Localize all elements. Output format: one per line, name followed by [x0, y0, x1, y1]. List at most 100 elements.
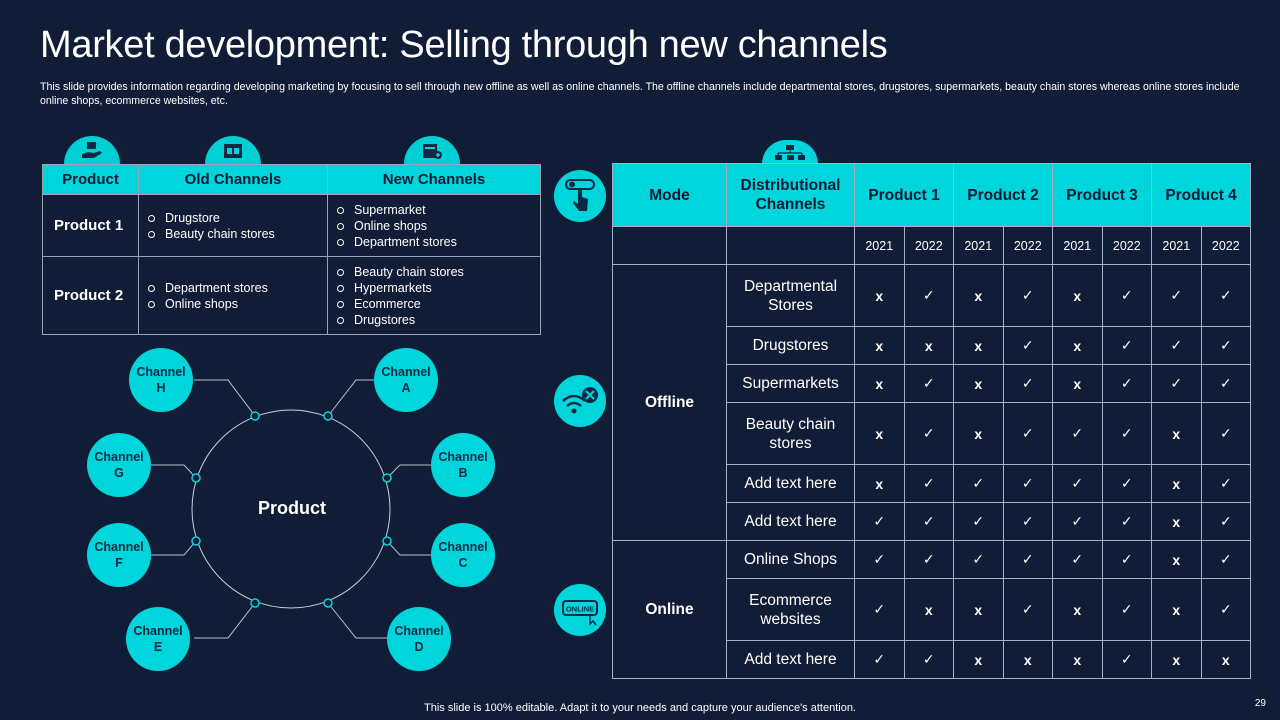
- channel-cell: Online Shops: [726, 540, 855, 579]
- cross-mark: x: [1052, 326, 1103, 365]
- cross-mark: x: [854, 326, 905, 365]
- cross-mark: x: [953, 578, 1004, 641]
- channel-node-b: Channel B: [431, 433, 495, 497]
- header-product-2: Product 2: [953, 163, 1054, 227]
- check-mark: ✓: [1151, 364, 1202, 403]
- check-mark: ✓: [953, 502, 1004, 541]
- check-mark: ✓: [1002, 464, 1054, 503]
- check-mark: ✓: [1101, 326, 1153, 365]
- diagram-center-label: Product: [257, 498, 326, 518]
- product-name: Product 1: [42, 194, 139, 257]
- channel-node-a: Channel A: [374, 348, 438, 412]
- product-name: Product 2: [42, 256, 139, 335]
- check-mark: ✓: [854, 540, 905, 579]
- mode-cell: Offline: [612, 264, 727, 541]
- header-old-channels: Old Channels: [138, 164, 328, 195]
- check-mark: ✓: [1052, 540, 1103, 579]
- check-mark: ✓: [1101, 540, 1153, 579]
- channel-node-g: Channel G: [87, 433, 151, 497]
- footer-note: This slide is 100% editable. Adapt it to…: [424, 702, 856, 714]
- channel-cell: Add text here: [726, 464, 855, 503]
- cross-mark: x: [953, 326, 1004, 365]
- old-channels-cell: Drugstore Beauty chain stores: [138, 194, 328, 257]
- touch-toggle-icon: [554, 170, 606, 222]
- check-mark: ✓: [1101, 578, 1153, 641]
- product-channels-table: Product Old Channels New Channels Produc…: [42, 164, 541, 335]
- list-item: Beauty chain stores: [147, 226, 327, 242]
- check-mark: ✓: [1101, 364, 1153, 403]
- cross-mark: x: [903, 578, 955, 641]
- check-mark: ✓: [1200, 502, 1252, 541]
- check-mark: ✓: [1002, 326, 1054, 365]
- check-mark: ✓: [1101, 464, 1153, 503]
- list-item: Drugstore: [147, 210, 327, 226]
- cross-mark: x: [953, 402, 1004, 465]
- check-mark: ✓: [903, 264, 955, 327]
- check-mark: ✓: [1052, 502, 1103, 541]
- check-mark: ✓: [903, 540, 955, 579]
- mode-cell: Online: [612, 540, 727, 679]
- year-cell: 2021: [1151, 226, 1202, 265]
- channel-node-d: Channel D: [387, 607, 451, 671]
- channel-cell: Beauty chain stores: [726, 402, 855, 465]
- no-wifi-icon: [554, 375, 606, 427]
- table-row: Add text here✓✓✓✓✓✓x✓: [613, 502, 1252, 541]
- list-item: Supermarket: [336, 202, 540, 218]
- cross-mark: x: [854, 364, 905, 403]
- cross-mark: x: [1151, 578, 1202, 641]
- header-product-1: Product 1: [853, 163, 955, 227]
- table-row: Product 1 Drugstore Beauty chain stores …: [42, 194, 541, 257]
- header-product: Product: [42, 164, 139, 195]
- network-hierarchy-icon: [762, 140, 818, 164]
- check-mark: ✓: [1200, 540, 1252, 579]
- check-mark: ✓: [1101, 402, 1153, 465]
- store-window-icon: [205, 136, 261, 164]
- channel-node-e: Channel E: [126, 607, 190, 671]
- empty-cell: [612, 226, 727, 265]
- check-mark: ✓: [1101, 640, 1153, 679]
- check-mark: ✓: [1002, 578, 1054, 641]
- channel-cell: Add text here: [726, 640, 855, 679]
- channel-cell: Supermarkets: [726, 364, 855, 403]
- page-subtitle: This slide provides information regardin…: [40, 81, 1240, 107]
- check-mark: ✓: [1002, 264, 1054, 327]
- check-mark: ✓: [1151, 264, 1202, 327]
- header-product-3: Product 3: [1052, 163, 1153, 227]
- list-item: Online shops: [147, 296, 327, 312]
- check-mark: ✓: [903, 640, 955, 679]
- channel-node-h: Channel H: [129, 348, 193, 412]
- cross-mark: x: [1151, 402, 1202, 465]
- cross-mark: x: [854, 464, 905, 503]
- old-channels-cell: Department stores Online shops: [138, 256, 328, 335]
- cross-mark: x: [903, 326, 955, 365]
- channel-node-f: Channel F: [87, 523, 151, 587]
- channel-node-c: Channel C: [431, 523, 495, 587]
- page-title: Market development: Selling through new …: [40, 24, 888, 66]
- cross-mark: x: [1151, 540, 1202, 579]
- check-mark: ✓: [1200, 464, 1252, 503]
- check-mark: ✓: [1052, 464, 1103, 503]
- header-product-4: Product 4: [1151, 163, 1252, 227]
- channel-cell: Ecommerce websites: [726, 578, 855, 641]
- year-cell: 2021: [854, 226, 905, 265]
- check-mark: ✓: [854, 640, 905, 679]
- cross-mark: x: [1052, 578, 1103, 641]
- check-mark: ✓: [1200, 578, 1252, 641]
- check-mark: ✓: [953, 540, 1004, 579]
- check-mark: ✓: [1052, 402, 1103, 465]
- check-mark: ✓: [903, 464, 955, 503]
- list-item: Beauty chain stores: [336, 264, 540, 280]
- cross-mark: x: [953, 264, 1004, 327]
- header-new-channels: New Channels: [327, 164, 541, 195]
- check-mark: ✓: [903, 502, 955, 541]
- check-mark: ✓: [1151, 326, 1202, 365]
- new-channels-cell: Supermarket Online shops Department stor…: [327, 194, 541, 257]
- check-mark: ✓: [1200, 326, 1252, 365]
- channel-cell: Drugstores: [726, 326, 855, 365]
- online-badge-text: ONLINE: [566, 605, 594, 614]
- check-mark: ✓: [1002, 502, 1054, 541]
- list-item: Department stores: [147, 280, 327, 296]
